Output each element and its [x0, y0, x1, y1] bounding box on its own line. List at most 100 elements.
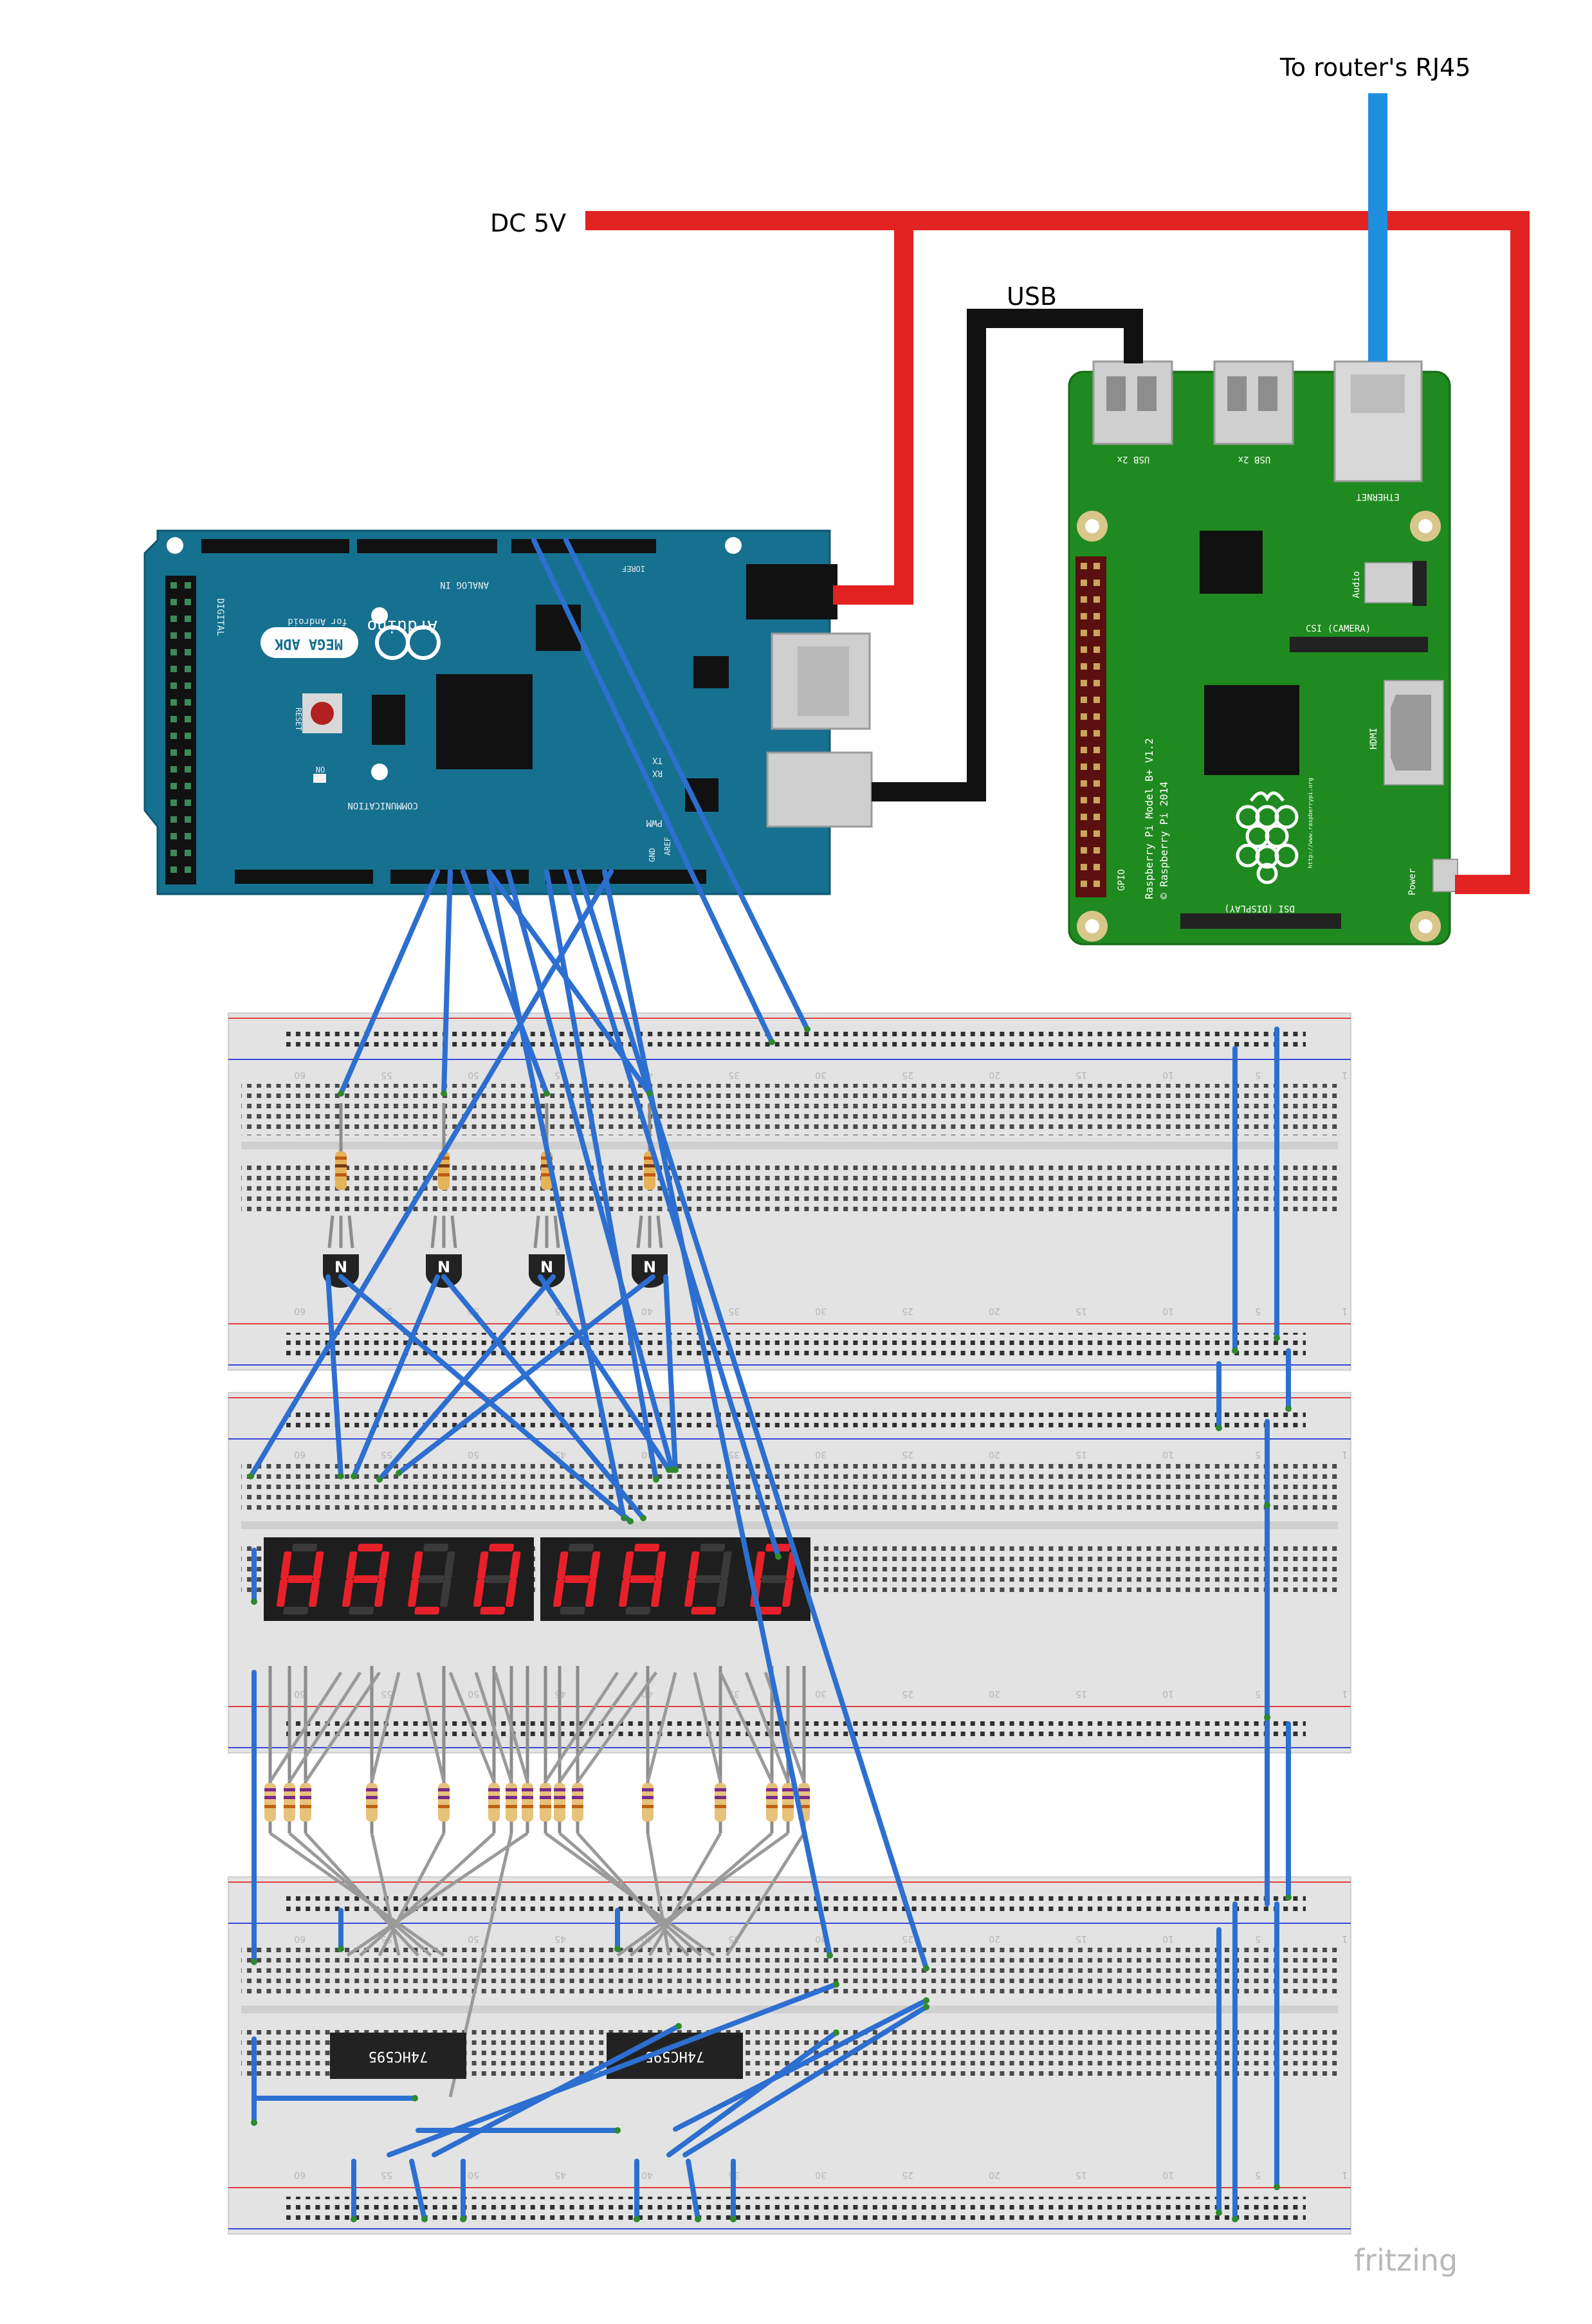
breadboard-number: 15 [1075, 1934, 1087, 1944]
resistor-lead [416, 1672, 446, 1782]
breadboard-number: 5 [1255, 1449, 1261, 1459]
breadboard-number: 50 [468, 2170, 479, 2180]
jumper-wire [563, 869, 781, 1559]
wire-end [396, 1470, 402, 1476]
wire-end [730, 2216, 737, 2222]
arduino-digital-label: DIGITAL [215, 598, 225, 636]
gpio-pin [1093, 830, 1100, 837]
rpi-hdmi-label: HDMI [1369, 727, 1379, 749]
jumper-wire [563, 538, 810, 1032]
segment [630, 1575, 655, 1583]
segment [283, 1607, 309, 1615]
breadboard-number: 25 [902, 1070, 913, 1080]
jumper-wire [387, 1982, 839, 2157]
jumper-wire [544, 869, 659, 1482]
segment [349, 1607, 374, 1615]
jumper-wire [325, 1274, 343, 1479]
breadboard-number: 45 [554, 1934, 566, 1944]
resistor-bank [642, 1666, 654, 1833]
gpio-pin [1081, 780, 1087, 787]
rpi-model-label: Raspberry Pi Model B+ V1.2 [1143, 738, 1155, 899]
wire-end [1274, 1335, 1280, 1341]
resistor-lead [576, 1832, 690, 1957]
rail-holes [286, 1027, 1306, 1050]
wire-end [412, 2095, 418, 2101]
arduino-dc-jack[interactable] [746, 564, 837, 619]
segment [700, 1544, 726, 1551]
rpi-copyright-label: © Raspberry Pi 2014 [1158, 782, 1170, 899]
segment [589, 1551, 601, 1579]
gpio-pin [1093, 596, 1100, 603]
transistor-label: N [643, 1258, 656, 1276]
usb-label: USB [1007, 282, 1057, 311]
segment [408, 1579, 419, 1607]
wire-end [1274, 2184, 1280, 2190]
arduino-pin [170, 733, 177, 739]
display-right [540, 1537, 810, 1621]
arduino-chip-3 [693, 656, 729, 688]
segment [378, 1551, 390, 1579]
arduino-aref-label: AREF [663, 837, 672, 855]
gpio-pin [1093, 680, 1100, 686]
arduino-pin [170, 833, 177, 839]
resistor-lead [359, 1832, 495, 1957]
jumper-wire [663, 1274, 678, 1472]
resistor-bank [300, 1666, 311, 1833]
usb-wire [872, 309, 1143, 801]
arduino-pin [170, 649, 177, 655]
jumper-wire [351, 1274, 440, 1479]
rpi-power-port[interactable] [1432, 859, 1458, 892]
resistor-lead [693, 1672, 722, 1782]
segment [440, 1579, 452, 1607]
breadboard-number: 25 [902, 1934, 913, 1944]
breadboard-number: 15 [1075, 2170, 1087, 2180]
breadboard-number: 35 [728, 1070, 740, 1080]
arduino-pin [170, 599, 177, 605]
breadboard-number: 55 [381, 1449, 392, 1459]
breadboard-number: 1 [1342, 1934, 1348, 1944]
arduino-gnd-label: GND [648, 848, 657, 862]
resistor-lead [648, 1832, 722, 1957]
wire-end [351, 2216, 357, 2222]
arduino-pin [185, 716, 191, 722]
wire-end [769, 1039, 775, 1045]
breadboard-number: 30 [815, 1449, 827, 1459]
rpi-url-label: http://www.raspberrypi.org [1308, 778, 1314, 868]
breadboard-number: 1 [1342, 1306, 1348, 1316]
wire-end [672, 1467, 679, 1473]
breadboard-number: 5 [1255, 1070, 1261, 1080]
arduino-pwm-label: PWM [646, 818, 663, 828]
arduino-mega-board: RESET ON TX RX L MEGA ADK Arduino for An… [143, 529, 873, 895]
arduino-reset-label: RESET [294, 708, 303, 731]
terminal-strip-top [241, 1948, 1338, 1999]
breadboard-number: 25 [902, 1306, 913, 1316]
breadboard-number: 40 [641, 1306, 653, 1316]
segment [480, 1607, 506, 1615]
wire-end [338, 1090, 344, 1097]
rpi-audio-label: Audio [1351, 571, 1362, 598]
rpi-usb-port-1[interactable] [1092, 360, 1173, 445]
segment [313, 1551, 324, 1579]
segment [691, 1607, 717, 1615]
jumper-wire [409, 2159, 427, 2222]
wire-end [827, 1952, 833, 1959]
resistor-lead [378, 1832, 446, 1957]
segment [560, 1607, 585, 1615]
arduino-pin [185, 866, 191, 873]
breadboard-number: 5 [1255, 1934, 1261, 1944]
gpio-pin [1093, 797, 1100, 803]
resistor-lead [558, 1832, 702, 1957]
breadboard-number: 20 [989, 1688, 1000, 1699]
rpi-usb-port-2[interactable] [1213, 360, 1294, 445]
arduino-usb-b-port[interactable] [766, 751, 873, 828]
rpi-audio-jack[interactable] [1364, 562, 1417, 603]
rpi-chip-small [1200, 531, 1263, 594]
breadboard-number: 30 [815, 1306, 827, 1316]
breadboard-number: 25 [902, 1449, 913, 1459]
rail-holes [286, 2197, 1306, 2220]
wire-end [833, 1981, 839, 1988]
arduino-pin [185, 850, 191, 856]
gpio-pin [1093, 630, 1100, 636]
breadboard-number: 20 [989, 2170, 1000, 2180]
